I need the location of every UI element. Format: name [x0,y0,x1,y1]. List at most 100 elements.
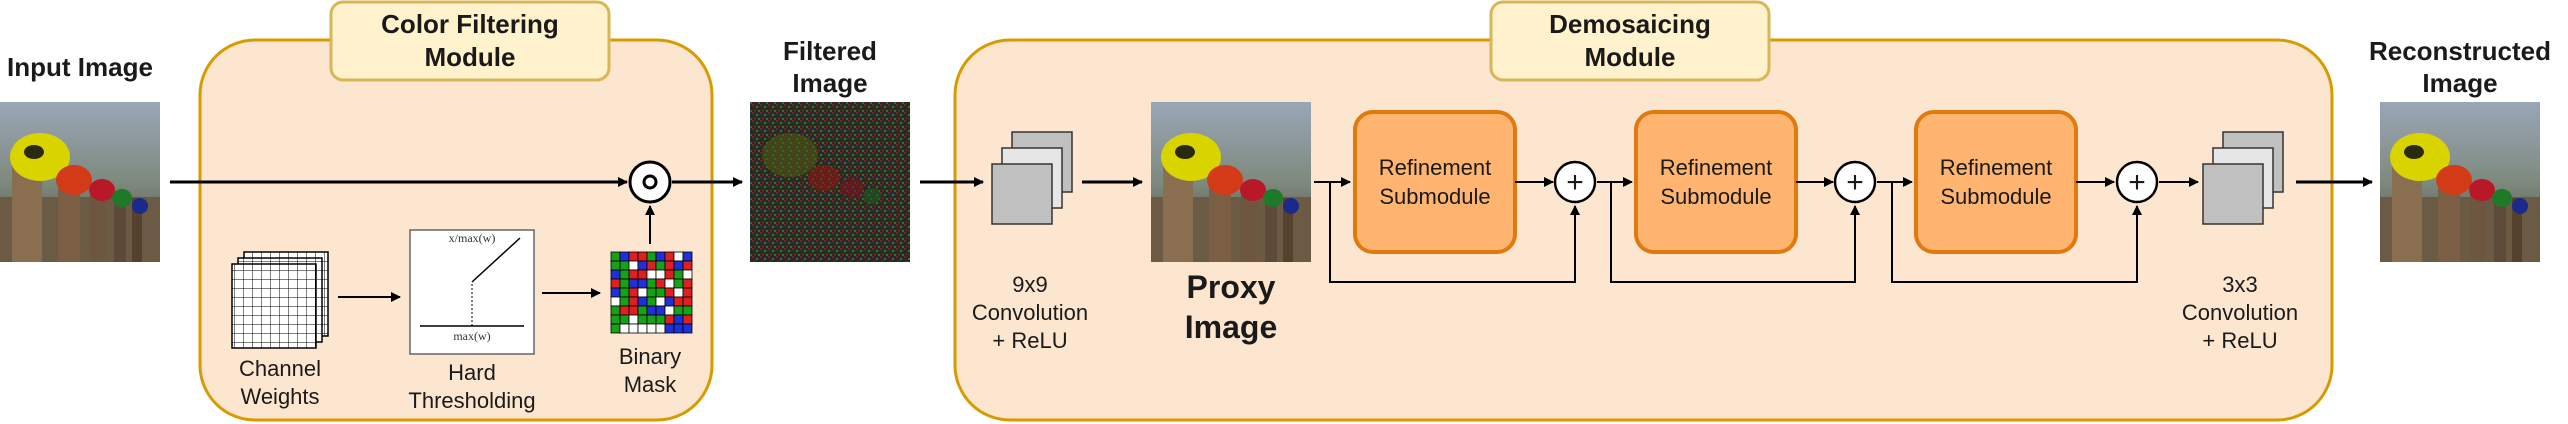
mask-cell [619,260,630,271]
binary-mask-label-line1: Binary [619,344,681,369]
mask-cell [619,287,630,298]
reconstructed-image [2380,102,2540,262]
mask-cell [637,305,648,316]
output-image-label-line2: Image [2422,68,2497,98]
mask-cell [655,251,666,262]
mask-cell [646,287,657,298]
refinement-submodule-2 [1634,110,1798,254]
demosaicing-title-line2: Module [1585,42,1676,72]
mask-cell [682,287,693,298]
mask-cell [619,296,630,307]
mask-cell [646,260,657,271]
mask-cell [628,296,639,307]
mask-cell [637,323,648,334]
threshold-plot-bottom-label: max(w) [453,329,490,343]
mask-cell [610,278,621,289]
channel-weights-label-line1: Channel [239,356,321,381]
mask-cell [646,296,657,307]
adder-node-3 [2115,160,2159,204]
binary-mask-grid [610,251,693,334]
mask-cell [628,269,639,280]
mask-cell [673,323,684,334]
conv3-label-line2: Convolution [2182,300,2298,325]
refinement-3-label-line2: Submodule [1940,184,2051,209]
mask-cell [655,278,666,289]
color-filtering-title-line1: Color Filtering [381,9,559,39]
mask-cell [628,323,639,334]
mask-cell [664,260,675,271]
skip-connection-1 [1329,182,1580,283]
mask-cell [655,260,666,271]
mask-cell [637,287,648,298]
mask-cell [646,251,657,262]
adder-3-symbol: + [2128,166,2146,199]
mask-cell [637,278,648,289]
mask-cell [610,260,621,271]
mask-cell [682,314,693,325]
mask-cell [664,269,675,280]
conv9-label-line1: 9x9 [1012,272,1047,297]
mask-cell [646,269,657,280]
conv9x9-stack [991,131,1073,225]
proxy-image-label-line1: Proxy [1187,269,1276,305]
mask-cell [655,323,666,334]
adder-node-1 [1553,160,1597,204]
mask-cell [673,251,684,262]
demosaicing-title-line1: Demosaicing [1549,9,1711,39]
mask-cell [682,296,693,307]
mask-cell [610,305,621,316]
mask-cell [655,296,666,307]
mask-cell [637,314,648,325]
mask-cell [619,305,630,316]
skip-connection-3 [1891,182,2142,283]
mask-cell [610,269,621,280]
mask-cell [664,287,675,298]
mask-cell [628,260,639,271]
mask-cell [682,305,693,316]
mask-cell [664,323,675,334]
mask-cell [619,314,630,325]
refinement-2-label-line2: Submodule [1660,184,1771,209]
channel-weights-label-line2: Weights [240,384,319,409]
mask-cell [610,314,621,325]
mask-cell [682,251,693,262]
mask-cell [673,305,684,316]
color-filtering-title-box [329,0,611,82]
demosaicing-title-box [1489,0,1771,82]
mask-cell [664,296,675,307]
mask-cell [682,278,693,289]
refinement-1-label-line1: Refinement [1379,155,1492,180]
mask-cell [646,314,657,325]
conv9-label-line3: + ReLU [992,328,1067,353]
mask-cell [673,296,684,307]
adder-node-2 [1833,160,1877,204]
input-image [0,102,160,262]
conv3-label-line3: + ReLU [2202,328,2277,353]
refinement-1-label-line2: Submodule [1379,184,1490,209]
mask-cell [628,251,639,262]
mask-cell [682,323,693,334]
refinement-submodule-3 [1914,110,2078,254]
mask-cell [628,314,639,325]
mask-cell [637,269,648,280]
adder-1-symbol: + [1566,166,1584,199]
skip-connection-2 [1610,182,1860,283]
elementwise-product-dot [642,174,658,190]
mask-cell [655,314,666,325]
conv3x3-stack [2202,131,2284,225]
mask-cell [628,305,639,316]
conv9-label-line2: Convolution [972,300,1088,325]
filtered-image-label-line2: Image [792,68,867,98]
mask-cell [646,278,657,289]
mask-cell [655,305,666,316]
mask-cell [664,305,675,316]
mask-cell [610,251,621,262]
hard-thresholding-label-line1: Hard [448,360,496,385]
mask-cell [673,287,684,298]
mask-cell [637,296,648,307]
threshold-ramp [471,237,521,283]
elementwise-product-node [628,160,672,204]
mask-cell [610,296,621,307]
channel-weights-icon [231,251,329,349]
